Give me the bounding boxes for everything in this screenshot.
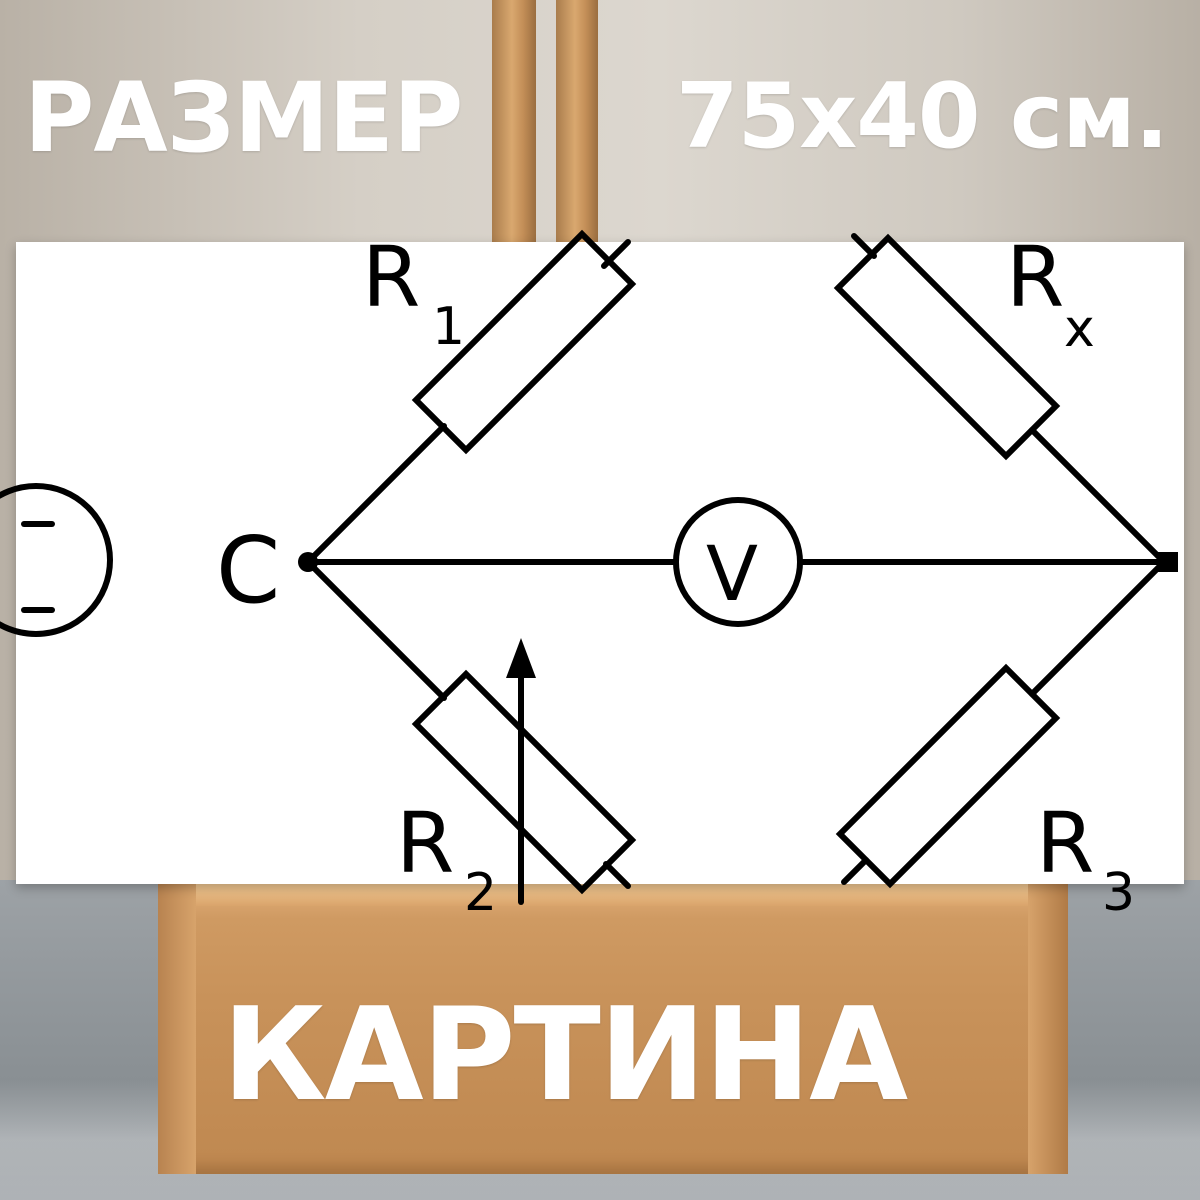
product-type-heading: КАРТИНА bbox=[222, 981, 908, 1130]
resistor-r3-letter: R bbox=[1036, 794, 1094, 892]
easel-post-right bbox=[556, 0, 598, 250]
variable-arrow-head bbox=[506, 638, 536, 678]
easel-stand-left-edge bbox=[158, 884, 196, 1174]
easel-stand-right-edge bbox=[1028, 884, 1068, 1174]
node-c-dot bbox=[298, 552, 318, 572]
resistor-r2-letter: R bbox=[396, 794, 454, 892]
node-right-dot bbox=[1158, 552, 1178, 572]
bridge-circuit-diagram: C V R 1 R x R 2 R 3 bbox=[0, 228, 1178, 923]
wire-c-to-r1 bbox=[305, 423, 447, 565]
resistor-r3-subscript: 3 bbox=[1102, 863, 1135, 923]
resistor-r1-subscript: 1 bbox=[432, 297, 465, 357]
voltmeter-label: V bbox=[706, 529, 758, 618]
resistor-rx-body bbox=[833, 233, 1061, 461]
wire-r3-bottom bbox=[841, 857, 869, 885]
easel-stand-lip bbox=[158, 884, 1068, 906]
resistor-r1-body bbox=[411, 229, 637, 455]
wire-rx-to-right-node bbox=[1029, 427, 1167, 565]
easel-post-left bbox=[492, 0, 536, 250]
wire-r3-to-right-node bbox=[1029, 559, 1167, 697]
wire-c-to-r2 bbox=[305, 559, 447, 701]
size-heading: РАЗМЕР bbox=[24, 62, 463, 174]
wire-r2-bottom bbox=[603, 861, 631, 889]
canvas-print: C V R 1 R x R 2 R 3 bbox=[0, 228, 1184, 923]
resistor-r1-letter: R bbox=[362, 228, 420, 326]
node-c-label: C bbox=[216, 517, 280, 624]
easel-stand bbox=[158, 884, 1068, 1174]
source-symbol bbox=[0, 483, 113, 637]
resistor-r2-body bbox=[411, 669, 637, 895]
dimensions-heading: 75x40 см. bbox=[676, 64, 1169, 169]
resistor-r2-subscript: 2 bbox=[464, 863, 497, 923]
resistor-r3-body bbox=[835, 663, 1061, 889]
resistor-rx-letter: R bbox=[1006, 228, 1064, 326]
resistor-rx-subscript: x bbox=[1064, 299, 1095, 359]
